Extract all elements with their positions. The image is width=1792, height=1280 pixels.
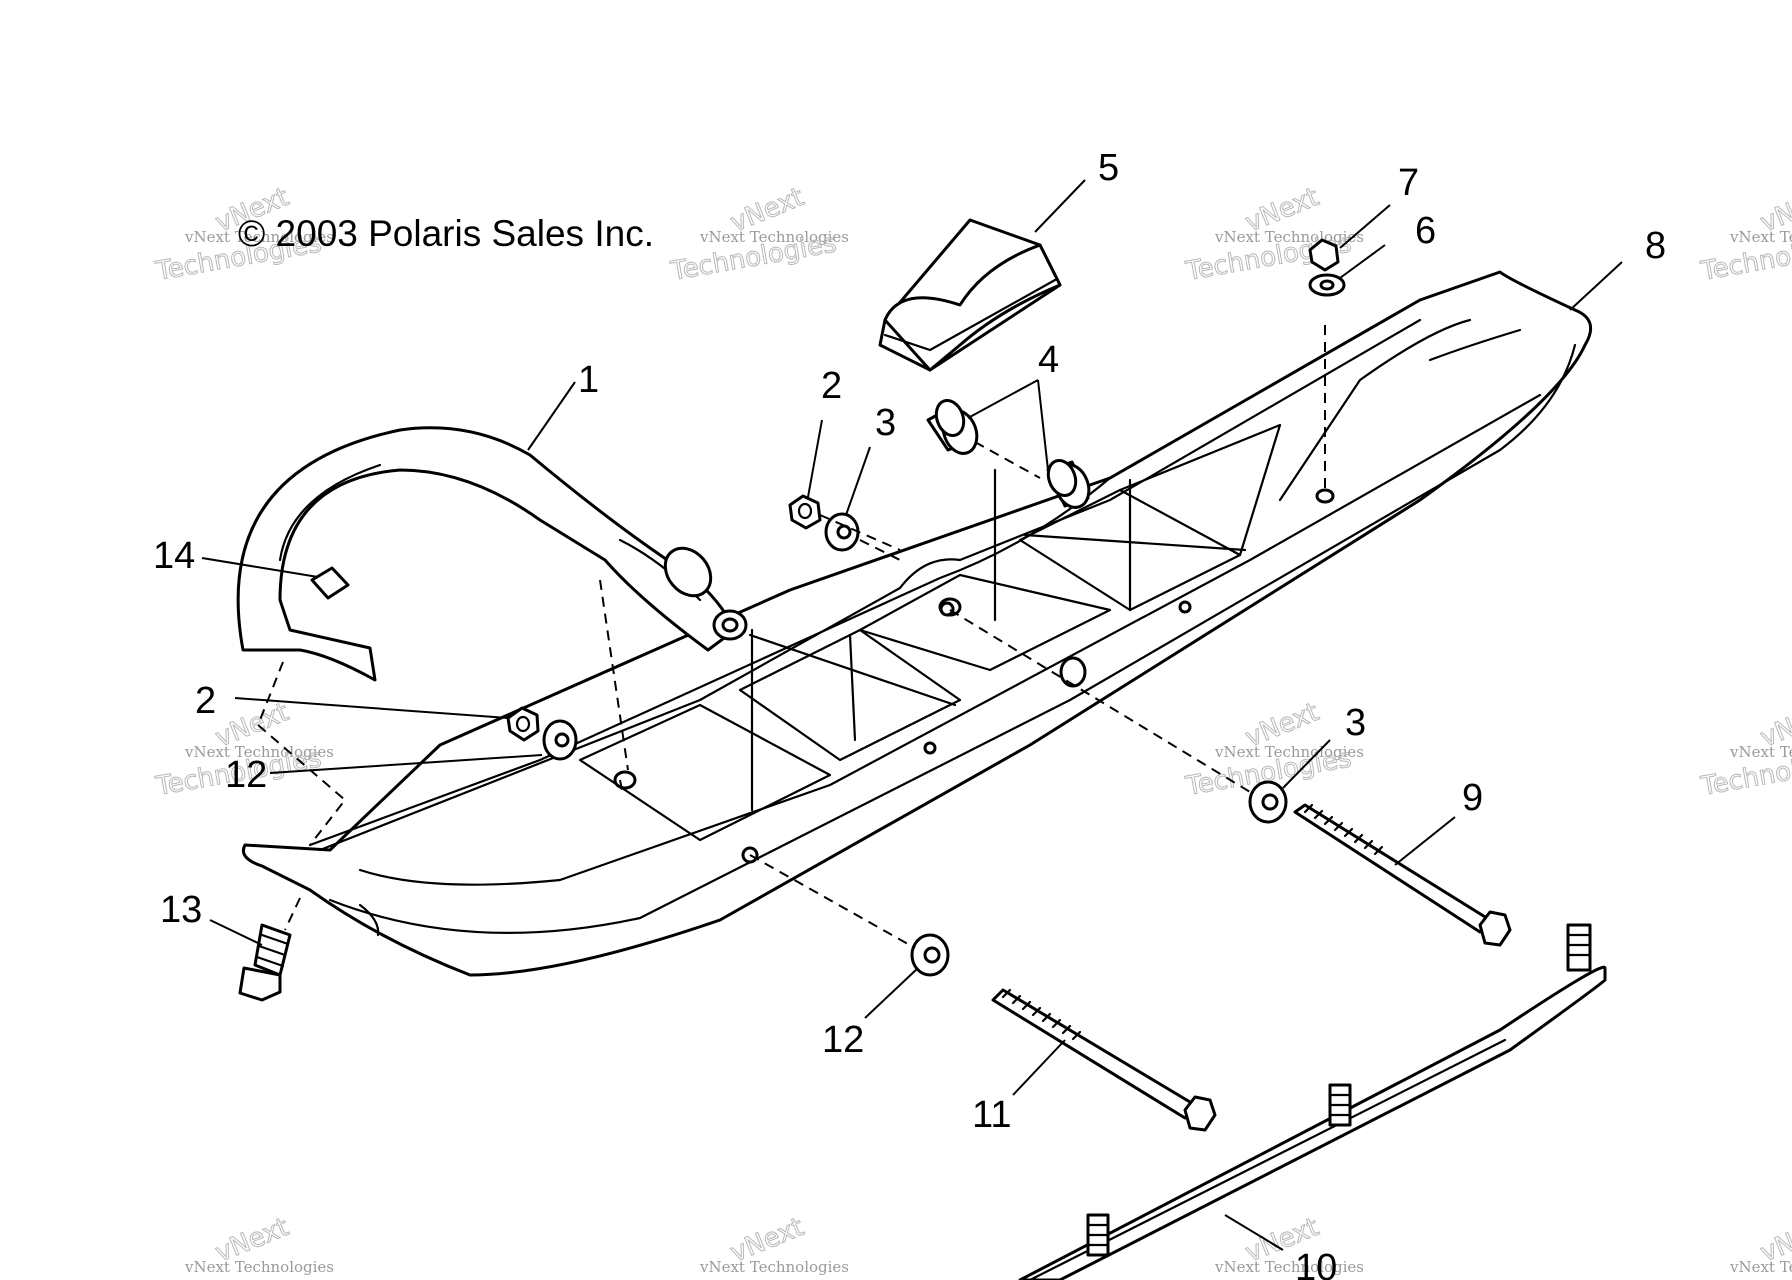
- callout-6: 6: [1415, 210, 1436, 252]
- callout-4: 4: [1038, 339, 1059, 381]
- svg-text:vNext Technologies: vNext Technologies: [184, 743, 334, 761]
- svg-text:vNext Technologies: vNext Technologies: [699, 228, 849, 246]
- callout-14: 14: [153, 535, 195, 577]
- callout-8: 8: [1645, 225, 1666, 267]
- copyright-text: © 2003 Polaris Sales Inc.: [238, 213, 654, 254]
- nut-part-2-upper: [788, 494, 822, 530]
- bolt-part-11: [991, 988, 1217, 1132]
- washer-part-12-upper: [542, 719, 578, 761]
- callout-labels: 1 2 3 4 5 6 7 8 9 10 11 12 12 2 13 14 3: [153, 147, 1666, 1280]
- svg-text:vNext Technologies: vNext Technologies: [1729, 228, 1792, 246]
- watermark: vNext vNext Technologies: [184, 1212, 334, 1276]
- svg-text:vNext Technologies: vNext Technologies: [184, 1258, 334, 1276]
- ski-handle-part-1: [236, 426, 748, 682]
- svg-text:vNext Technologies: vNext Technologies: [1729, 1258, 1792, 1276]
- callout-9: 9: [1462, 777, 1483, 819]
- nut-part-7: [1308, 238, 1340, 272]
- svg-text:vNext Technologies: vNext Technologies: [1214, 1258, 1364, 1276]
- callout-3-lower: 3: [1345, 702, 1366, 744]
- bushing-part-4: [926, 399, 1091, 509]
- wear-bar-part-10: [1018, 923, 1607, 1280]
- bolt-part-13: [238, 923, 292, 1002]
- alignment-lines: [256, 325, 1326, 949]
- callout-13: 13: [160, 889, 202, 931]
- clip-part-14: [310, 566, 350, 600]
- watermark: vNext vNext Technologies: [1729, 1212, 1792, 1276]
- bumper-part-5: [878, 218, 1062, 372]
- washer-part-3-lower: [1248, 780, 1288, 824]
- watermark: vNext vNext Technologies Technologies: [1698, 697, 1792, 803]
- callout-11: 11: [972, 1094, 1011, 1136]
- callout-1: 1: [578, 359, 599, 401]
- watermark: vNext vNext Technologies: [699, 1212, 849, 1276]
- callout-12-lower: 12: [822, 1019, 864, 1061]
- callout-7: 7: [1398, 162, 1419, 204]
- washer-part-12-lower: [910, 933, 950, 977]
- washer-part-6: [1308, 273, 1346, 297]
- svg-text:vNext Technologies: vNext Technologies: [184, 228, 334, 246]
- callout-2-lower: 2: [195, 680, 216, 722]
- svg-text:vNext Technologies: vNext Technologies: [1729, 743, 1792, 761]
- watermark: vNext vNext Technologies Technologies: [668, 182, 849, 288]
- nut-part-2-lower: [506, 706, 540, 742]
- leader-lines: [201, 179, 1623, 1251]
- callout-10: 10: [1295, 1247, 1337, 1280]
- watermark: vNext vNext Technologies Technologies: [1698, 182, 1792, 288]
- ski-body-part-8: [241, 270, 1593, 977]
- washer-part-3-upper: [824, 512, 860, 552]
- bolt-part-9: [1293, 803, 1512, 947]
- callout-2-upper: 2: [821, 365, 842, 407]
- callout-12-upper: 12: [225, 754, 267, 796]
- callout-5: 5: [1098, 147, 1119, 189]
- svg-text:vNext Technologies: vNext Technologies: [1214, 743, 1364, 761]
- watermark: vNext vNext Technologies Technologies: [1183, 182, 1364, 288]
- svg-text:vNext Technologies: vNext Technologies: [699, 1258, 849, 1276]
- callout-3-upper: 3: [875, 402, 896, 444]
